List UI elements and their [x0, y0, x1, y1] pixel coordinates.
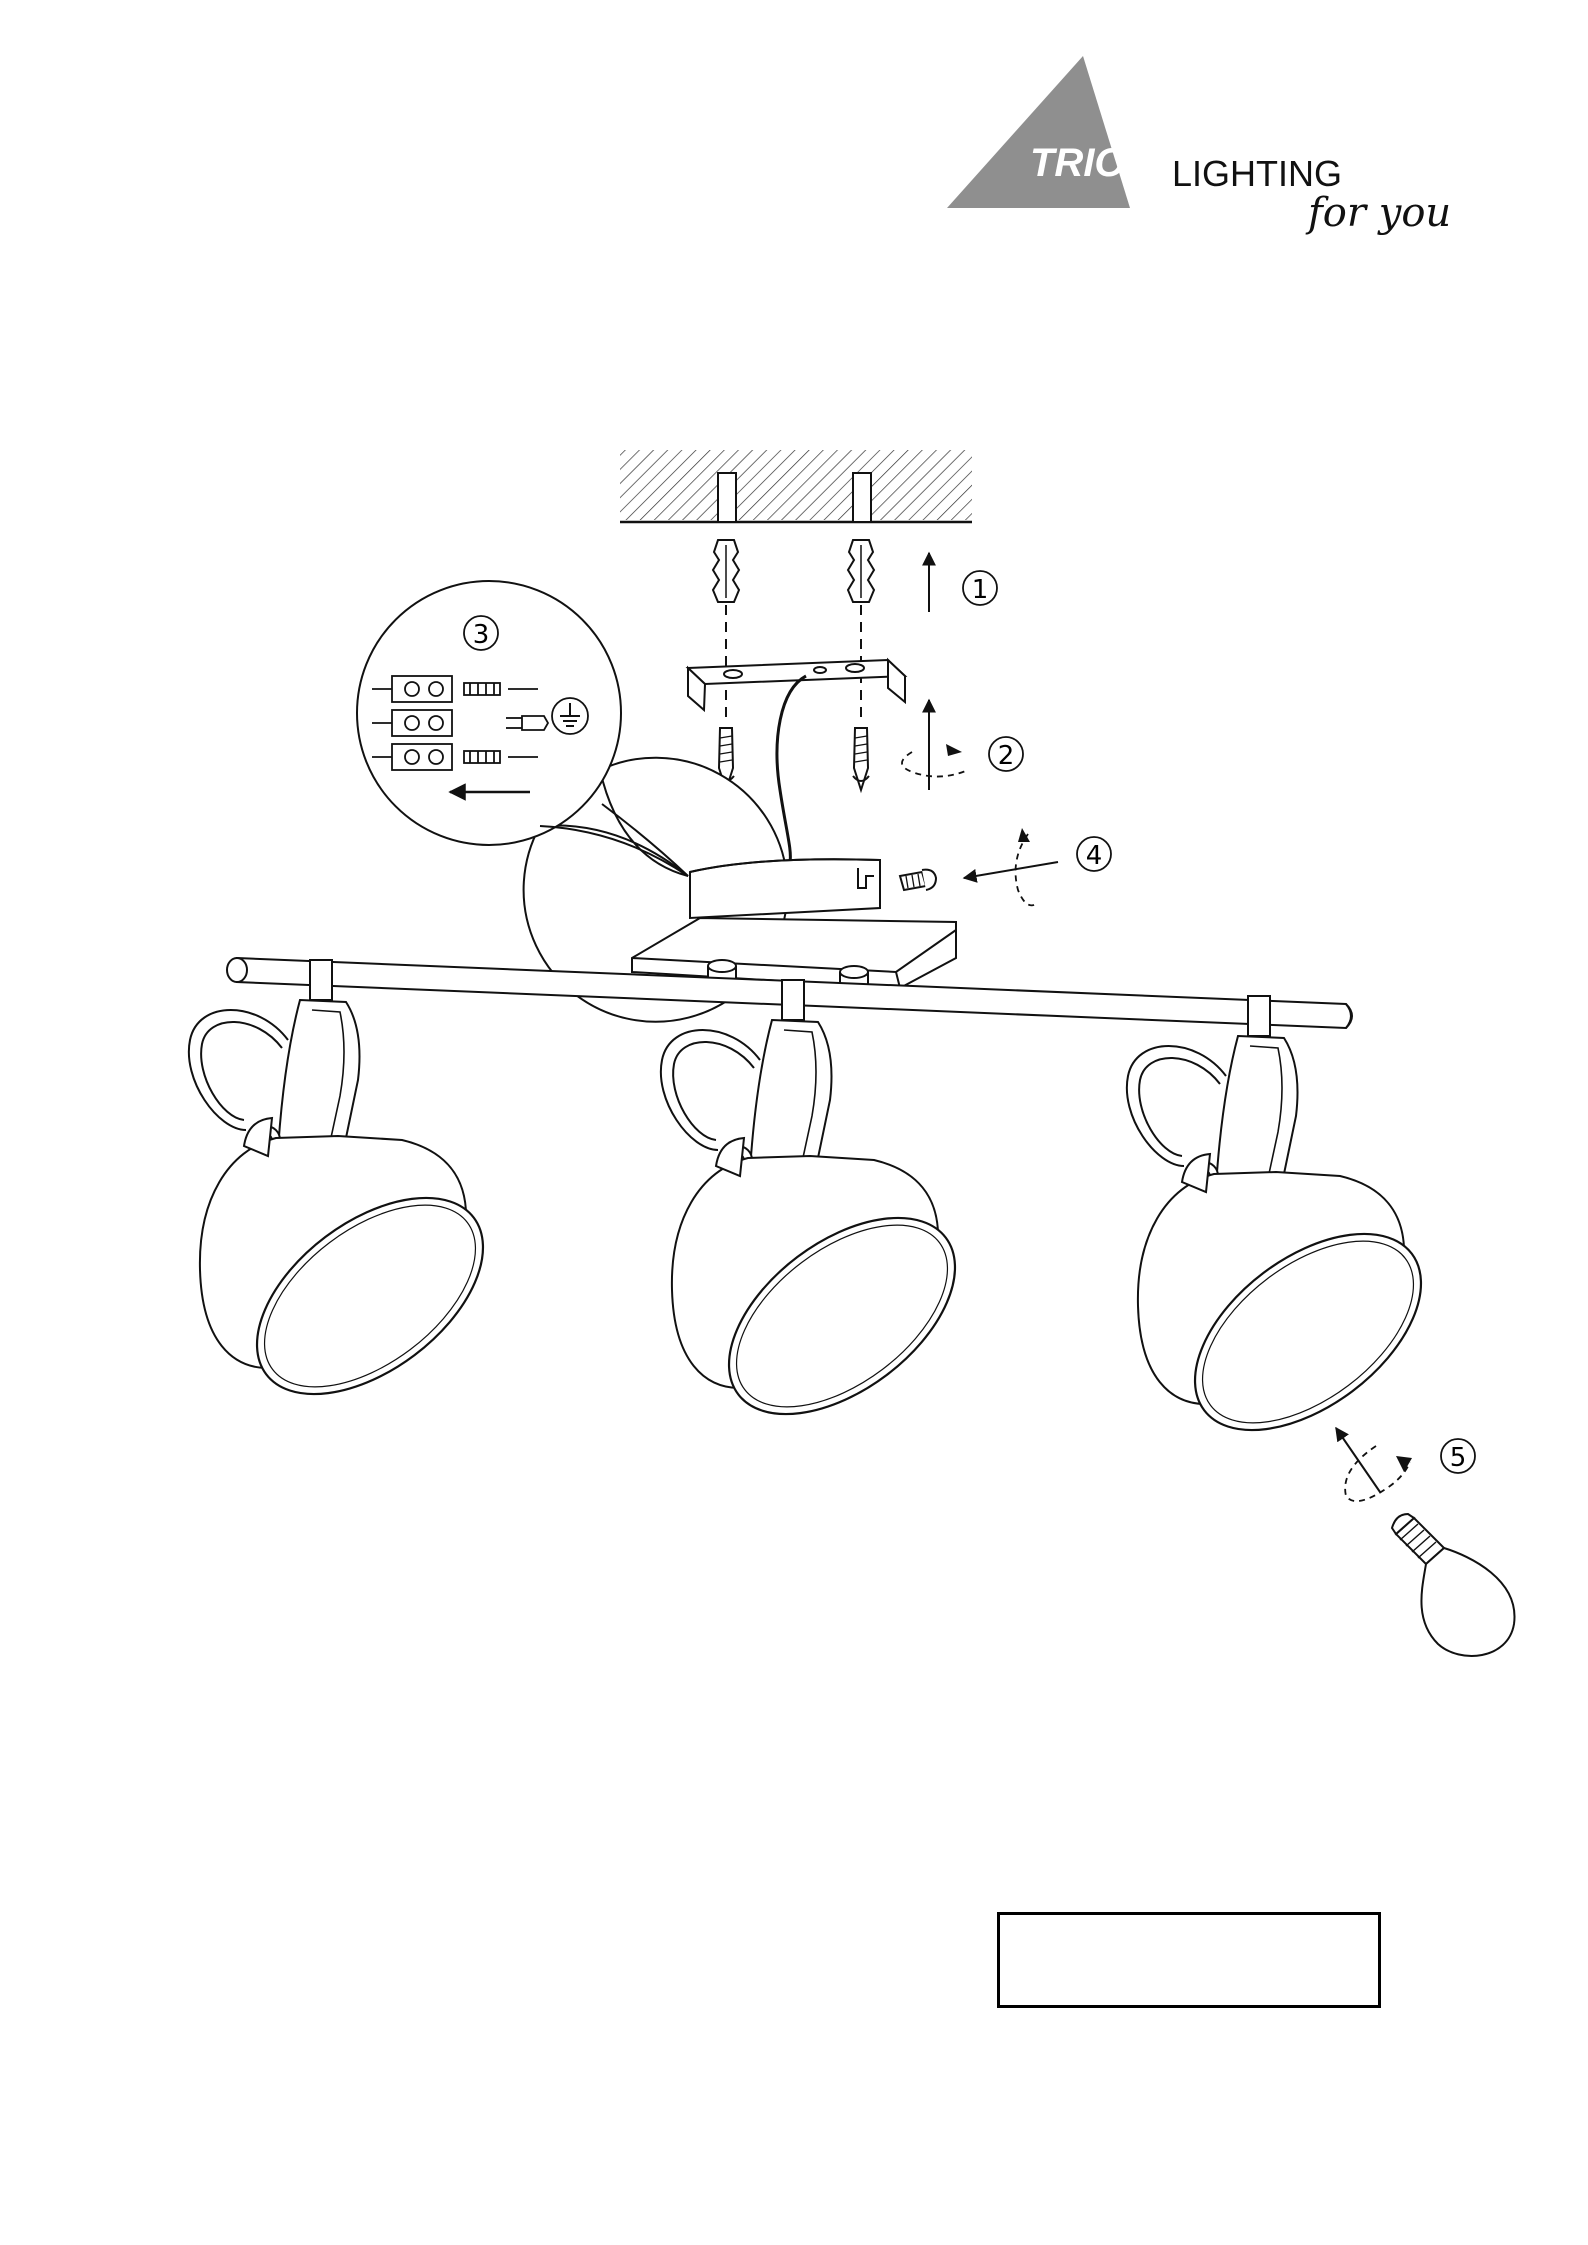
earth-ground-icon: [552, 698, 588, 734]
svg-text:2: 2: [998, 741, 1015, 771]
screw-right: [853, 728, 869, 790]
drill-hole-right: [853, 473, 871, 522]
light-bulb: [1392, 1514, 1514, 1656]
ceiling: [620, 450, 972, 522]
wall-plug-right: [848, 540, 874, 602]
wall-plug-left: [713, 540, 739, 602]
supply-cable: [777, 676, 806, 862]
step-3-badge: 3: [464, 616, 498, 650]
svg-text:1: 1: [972, 575, 989, 605]
svg-text:5: 5: [1450, 1443, 1467, 1473]
product-label-box: [997, 1912, 1381, 2008]
step-2-rotation: [902, 752, 968, 777]
logo-word: LIGHTING: [1172, 153, 1342, 194]
logo-brand: TRIO: [1030, 141, 1126, 185]
step-1-badge: 1: [963, 571, 997, 605]
step-4-badge: 4: [1077, 837, 1111, 871]
spotlight-3: [1127, 996, 1456, 1469]
trio-logo: TRIO LIGHTING for you: [947, 56, 1451, 236]
spotlight-2: [661, 980, 990, 1453]
logo-triangle: [947, 56, 1130, 208]
svg-text:4: 4: [1086, 841, 1103, 871]
canopy-side-screw: [900, 870, 936, 890]
step-5-badge: 5: [1441, 1439, 1475, 1473]
svg-text:3: 3: [473, 620, 490, 650]
step-4-arrow: [964, 862, 1058, 878]
step-2-badge: 2: [989, 737, 1023, 771]
logo-tagline: for you: [1305, 190, 1451, 236]
drill-hole-left: [718, 473, 736, 522]
spotlight-1: [189, 960, 518, 1433]
